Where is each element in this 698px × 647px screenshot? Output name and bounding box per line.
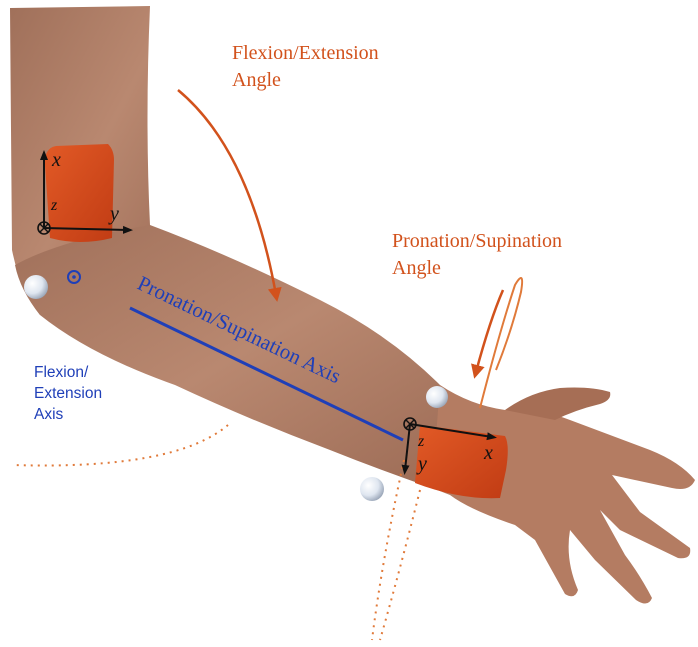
flexion-angle-line-2: Angle [232,67,379,94]
flexion-extension-angle-label: Flexion/Extension Angle [232,40,379,94]
upper-x-axis-label: x [51,149,61,171]
pronation-angle-line-2: Angle [392,255,562,282]
wrist-sensor [415,425,508,498]
pronation-supination-ellipse-dotted-right [380,490,420,640]
wrist-z-axis-label: z [417,433,425,450]
elbow-marker [24,275,48,299]
pronation-angle-line-1: Pronation/Supination [392,228,562,255]
flexion-axis-line-1: Flexion/ [34,362,102,383]
flexion-angle-line-1: Flexion/Extension [232,40,379,67]
flexion-axis-line-2: Extension [34,383,102,404]
upper-z-axis-label: z [50,197,58,214]
forearm [15,225,455,488]
wrist-marker-top [426,386,448,408]
upper-y-axis-label: y [108,203,119,225]
flexion-extension-axis-label: Flexion/ Extension Axis [34,362,102,425]
wrist-x-axis-label: x [483,442,493,464]
wrist-marker-bottom [360,477,384,501]
pronation-supination-angle-label: Pronation/Supination Angle [392,228,562,282]
flexion-axis-line-3: Axis [34,404,102,425]
flexion-extension-dotted-arc [12,425,228,466]
wrist-y-axis-label: y [416,453,427,475]
